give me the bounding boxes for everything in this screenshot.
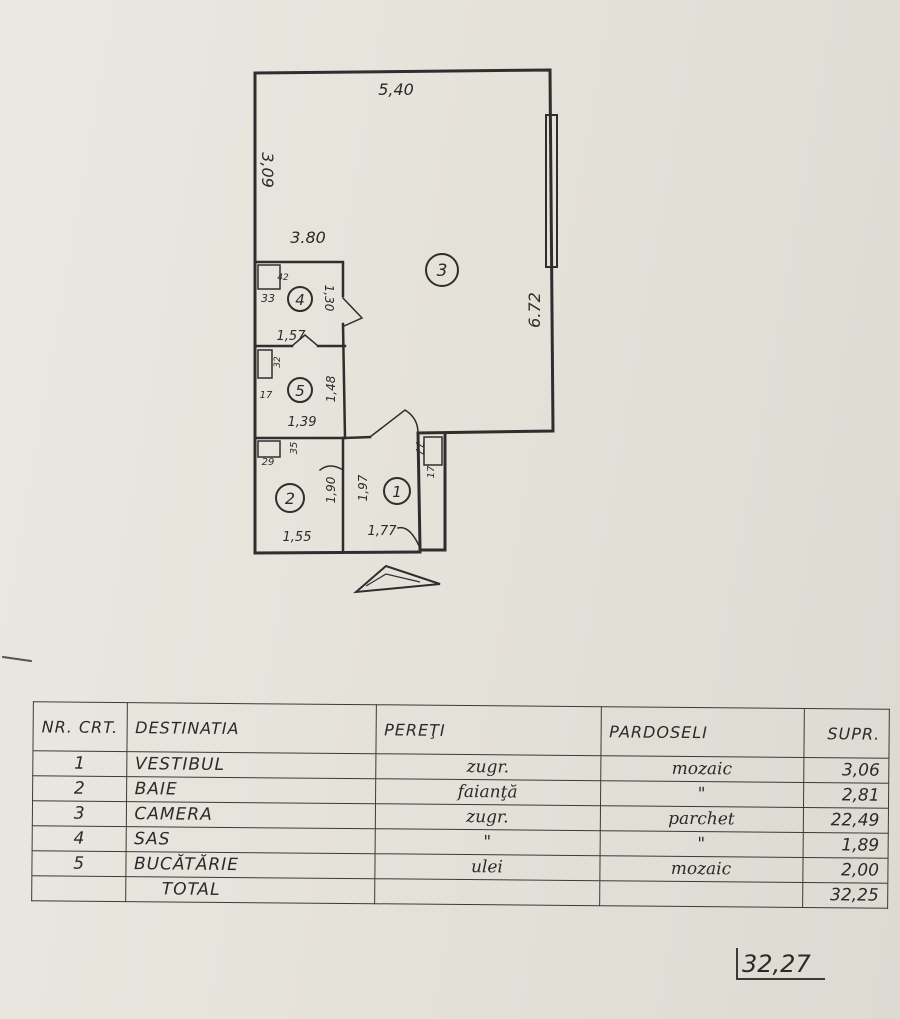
door-bath: [318, 465, 345, 472]
cell-pardoseli: parchet: [599, 805, 804, 833]
outer-wall: [253, 68, 555, 435]
window: [545, 114, 558, 268]
cell-suprafata: 2,81: [803, 782, 889, 809]
room-circle-1: [383, 477, 411, 505]
room-circle-4: [287, 286, 313, 312]
duct-sas: [257, 264, 281, 290]
cell-destinatia: BUCĂTĂRIE: [125, 851, 375, 879]
header-pardoseli: PARDOSELI: [600, 706, 804, 758]
total-value: 32,25: [802, 882, 888, 909]
cell-destinatia: BAIE: [126, 776, 376, 804]
dim-hall-nib-b: 17: [426, 465, 437, 478]
dim-kitchen-top: 32: [273, 356, 283, 368]
cell-pereti: zugr.: [375, 753, 601, 781]
cell-pereti: faianţă: [375, 778, 601, 806]
dim-sas-left: 33: [261, 292, 275, 305]
cell-nr: 5: [31, 850, 126, 877]
header-pereti: PEREŢI: [375, 704, 601, 756]
cell-empty: [599, 880, 803, 908]
cell-destinatia: VESTIBUL: [126, 751, 376, 779]
duct-kitchen: [257, 349, 273, 379]
room-number-2: 2: [285, 489, 295, 508]
dim-sas-width: 1,57: [277, 329, 307, 344]
handwritten-total: 32,27: [736, 948, 825, 980]
total-label: TOTAL: [125, 876, 375, 904]
dim-hall-nib-a: 77: [413, 441, 426, 455]
room-number-3: 3: [437, 261, 448, 281]
duct-hall: [423, 436, 443, 466]
room-number-4: 4: [295, 291, 305, 309]
room-circle-2: [275, 483, 305, 513]
room-number-5: 5: [295, 382, 305, 400]
cell-suprafata: 2,00: [802, 857, 888, 884]
dim-right-height: 6.72: [525, 292, 544, 328]
cell-pardoseli: mozaic: [600, 755, 804, 783]
cell-pardoseli: ": [600, 780, 804, 808]
dim-sas-corner: 42: [277, 273, 289, 283]
dim-bath-corner-b: 35: [289, 442, 300, 455]
dim-left-height: 3,09: [258, 152, 277, 188]
cell-pereti: ": [374, 828, 600, 856]
cell-pardoseli: mozaic: [599, 855, 803, 883]
door-kitchen: [290, 334, 320, 348]
dim-inner-width: 3.80: [290, 228, 326, 247]
outer-wall-left: [253, 71, 422, 555]
dim-kitchen-width: 1,39: [288, 415, 317, 430]
cell-nr: 4: [32, 825, 126, 852]
dim-kitchen-left: 17: [260, 390, 273, 401]
dim-hall-width: 1,77: [368, 524, 398, 539]
cell-nr-empty: [31, 875, 126, 902]
room-number-1: 1: [392, 483, 402, 501]
dim-hall-height: 1,97: [356, 474, 370, 501]
cell-suprafata: 22,49: [802, 807, 889, 834]
cell-empty: [374, 878, 600, 906]
cell-destinatia: SAS: [125, 826, 375, 854]
interior-wall-hall: [343, 435, 372, 440]
floor-plan: 3 4 5 2 1 5,40 3,09 3.80 6.72 1,57 1,30 …: [253, 68, 558, 594]
dim-kitchen-height: 1,48: [324, 375, 338, 402]
door-room: [368, 409, 419, 439]
cell-pereti: zugr.: [374, 803, 601, 831]
entry-walls: [416, 431, 447, 552]
cell-pereti: ulei: [374, 853, 600, 881]
cell-nr: 1: [32, 750, 127, 777]
dim-bath-height: 1,90: [324, 476, 338, 503]
cell-destinatia: CAMERA: [125, 801, 376, 829]
cell-pardoseli: ": [599, 830, 803, 858]
duct-bath: [257, 440, 281, 458]
dim-bath-width: 1,55: [283, 530, 312, 545]
table-header-row: NR. CRT. DESTINATIA PEREŢI PARDOSELI SUP…: [32, 701, 889, 759]
door-sas: [341, 296, 364, 327]
header-destinatia: DESTINATIA: [126, 702, 376, 754]
room-circle-3: [425, 253, 459, 287]
header-suprafata: SUPR.: [803, 708, 889, 759]
entry-arrow-icon: [352, 564, 441, 594]
cell-suprafata: 1,89: [802, 832, 888, 859]
room-circle-5: [287, 377, 313, 403]
cell-nr: 3: [32, 800, 127, 827]
dim-sas-height: 1,30: [322, 285, 336, 312]
cell-nr: 2: [32, 775, 127, 802]
dim-top-width: 5,40: [378, 80, 414, 99]
header-nr: NR. CRT.: [32, 701, 127, 752]
door-entry: [397, 526, 421, 549]
cell-suprafata: 3,06: [803, 757, 889, 784]
rooms-table: NR. CRT. DESTINATIA PEREŢI PARDOSELI SUP…: [31, 701, 889, 909]
dim-bath-corner-a: 29: [262, 457, 275, 468]
